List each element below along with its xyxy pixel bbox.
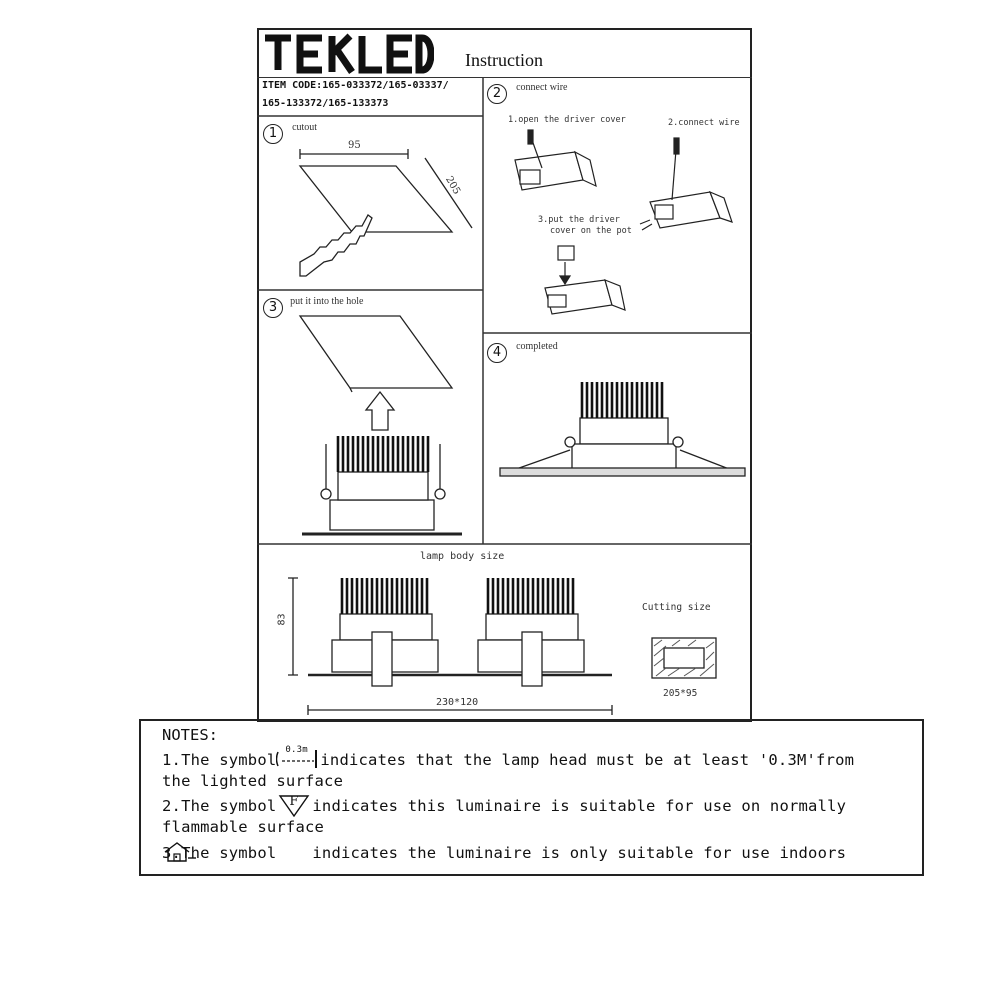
note-1: 1.The symbol 0.3m indicates that the lamp … — [162, 745, 855, 769]
notes-box — [139, 719, 924, 876]
instruction-sheet — [257, 28, 752, 722]
step-completed-header: 4 completed — [487, 341, 558, 363]
notes-heading: NOTES: — [162, 726, 218, 744]
brand-logo — [262, 30, 434, 74]
step-insert-label: put it into the hole — [290, 296, 364, 307]
step-cutout-header: 1 cutout — [263, 122, 317, 144]
note-2-cont: flammable surface — [162, 818, 325, 836]
doc-title: Instruction — [465, 50, 543, 70]
tekled-logo-graphic — [265, 33, 434, 74]
step-number-4: 4 — [487, 343, 507, 363]
cutting-size-label: Cutting size — [642, 602, 711, 613]
lamp-width-dim: 230*120 — [436, 697, 479, 708]
connect-substep-3b: cover on the pot — [550, 226, 632, 236]
distance-symbol-label: 0.3m — [285, 745, 308, 755]
connect-substep-3a: 3.put the driver — [538, 215, 620, 225]
step-number-2: 2 — [487, 84, 507, 104]
connect-substep-1: 1.open the driver cover — [508, 115, 626, 125]
step-insert-header: 3 put it into the hole — [263, 296, 363, 318]
flammable-symbol-letter: F — [289, 794, 299, 809]
note-3-text: indicates the luminaire is only suitable… — [312, 844, 847, 862]
note-1-cont: the lighted surface — [162, 772, 344, 790]
note-2-text: indicates this luminaire is suitable for… — [312, 797, 847, 815]
header — [257, 28, 752, 78]
step-completed-label: completed — [516, 341, 558, 352]
flammable-surface-icon: F — [276, 794, 312, 817]
cutting-size-dim: 205*95 — [663, 688, 698, 699]
step-number-1: 1 — [263, 124, 283, 144]
note-1-text: indicates that the lamp head must be at … — [320, 751, 855, 769]
step-cutout-label: cutout — [292, 122, 318, 133]
step-number-3: 3 — [263, 298, 283, 318]
cutout-width-dim: 95 — [348, 140, 361, 151]
step-connect-header: 2 connect wire — [487, 82, 567, 104]
step-connect-label: connect wire — [516, 82, 568, 93]
lamp-body-title: lamp body size — [420, 551, 505, 562]
note-1-prefix: 1.The symbol — [162, 751, 277, 769]
distance-symbol-icon: 0.3m — [276, 745, 320, 769]
connect-substep-2: 2.connect wire — [668, 118, 740, 128]
item-code-line1: ITEM CODE:165-033372/165-03337/ — [262, 80, 449, 91]
indoor-house-icon — [164, 841, 312, 863]
item-code-line2: 165-133372/165-133373 — [262, 98, 389, 109]
note-2-prefix: 2.The symbol — [162, 797, 277, 815]
